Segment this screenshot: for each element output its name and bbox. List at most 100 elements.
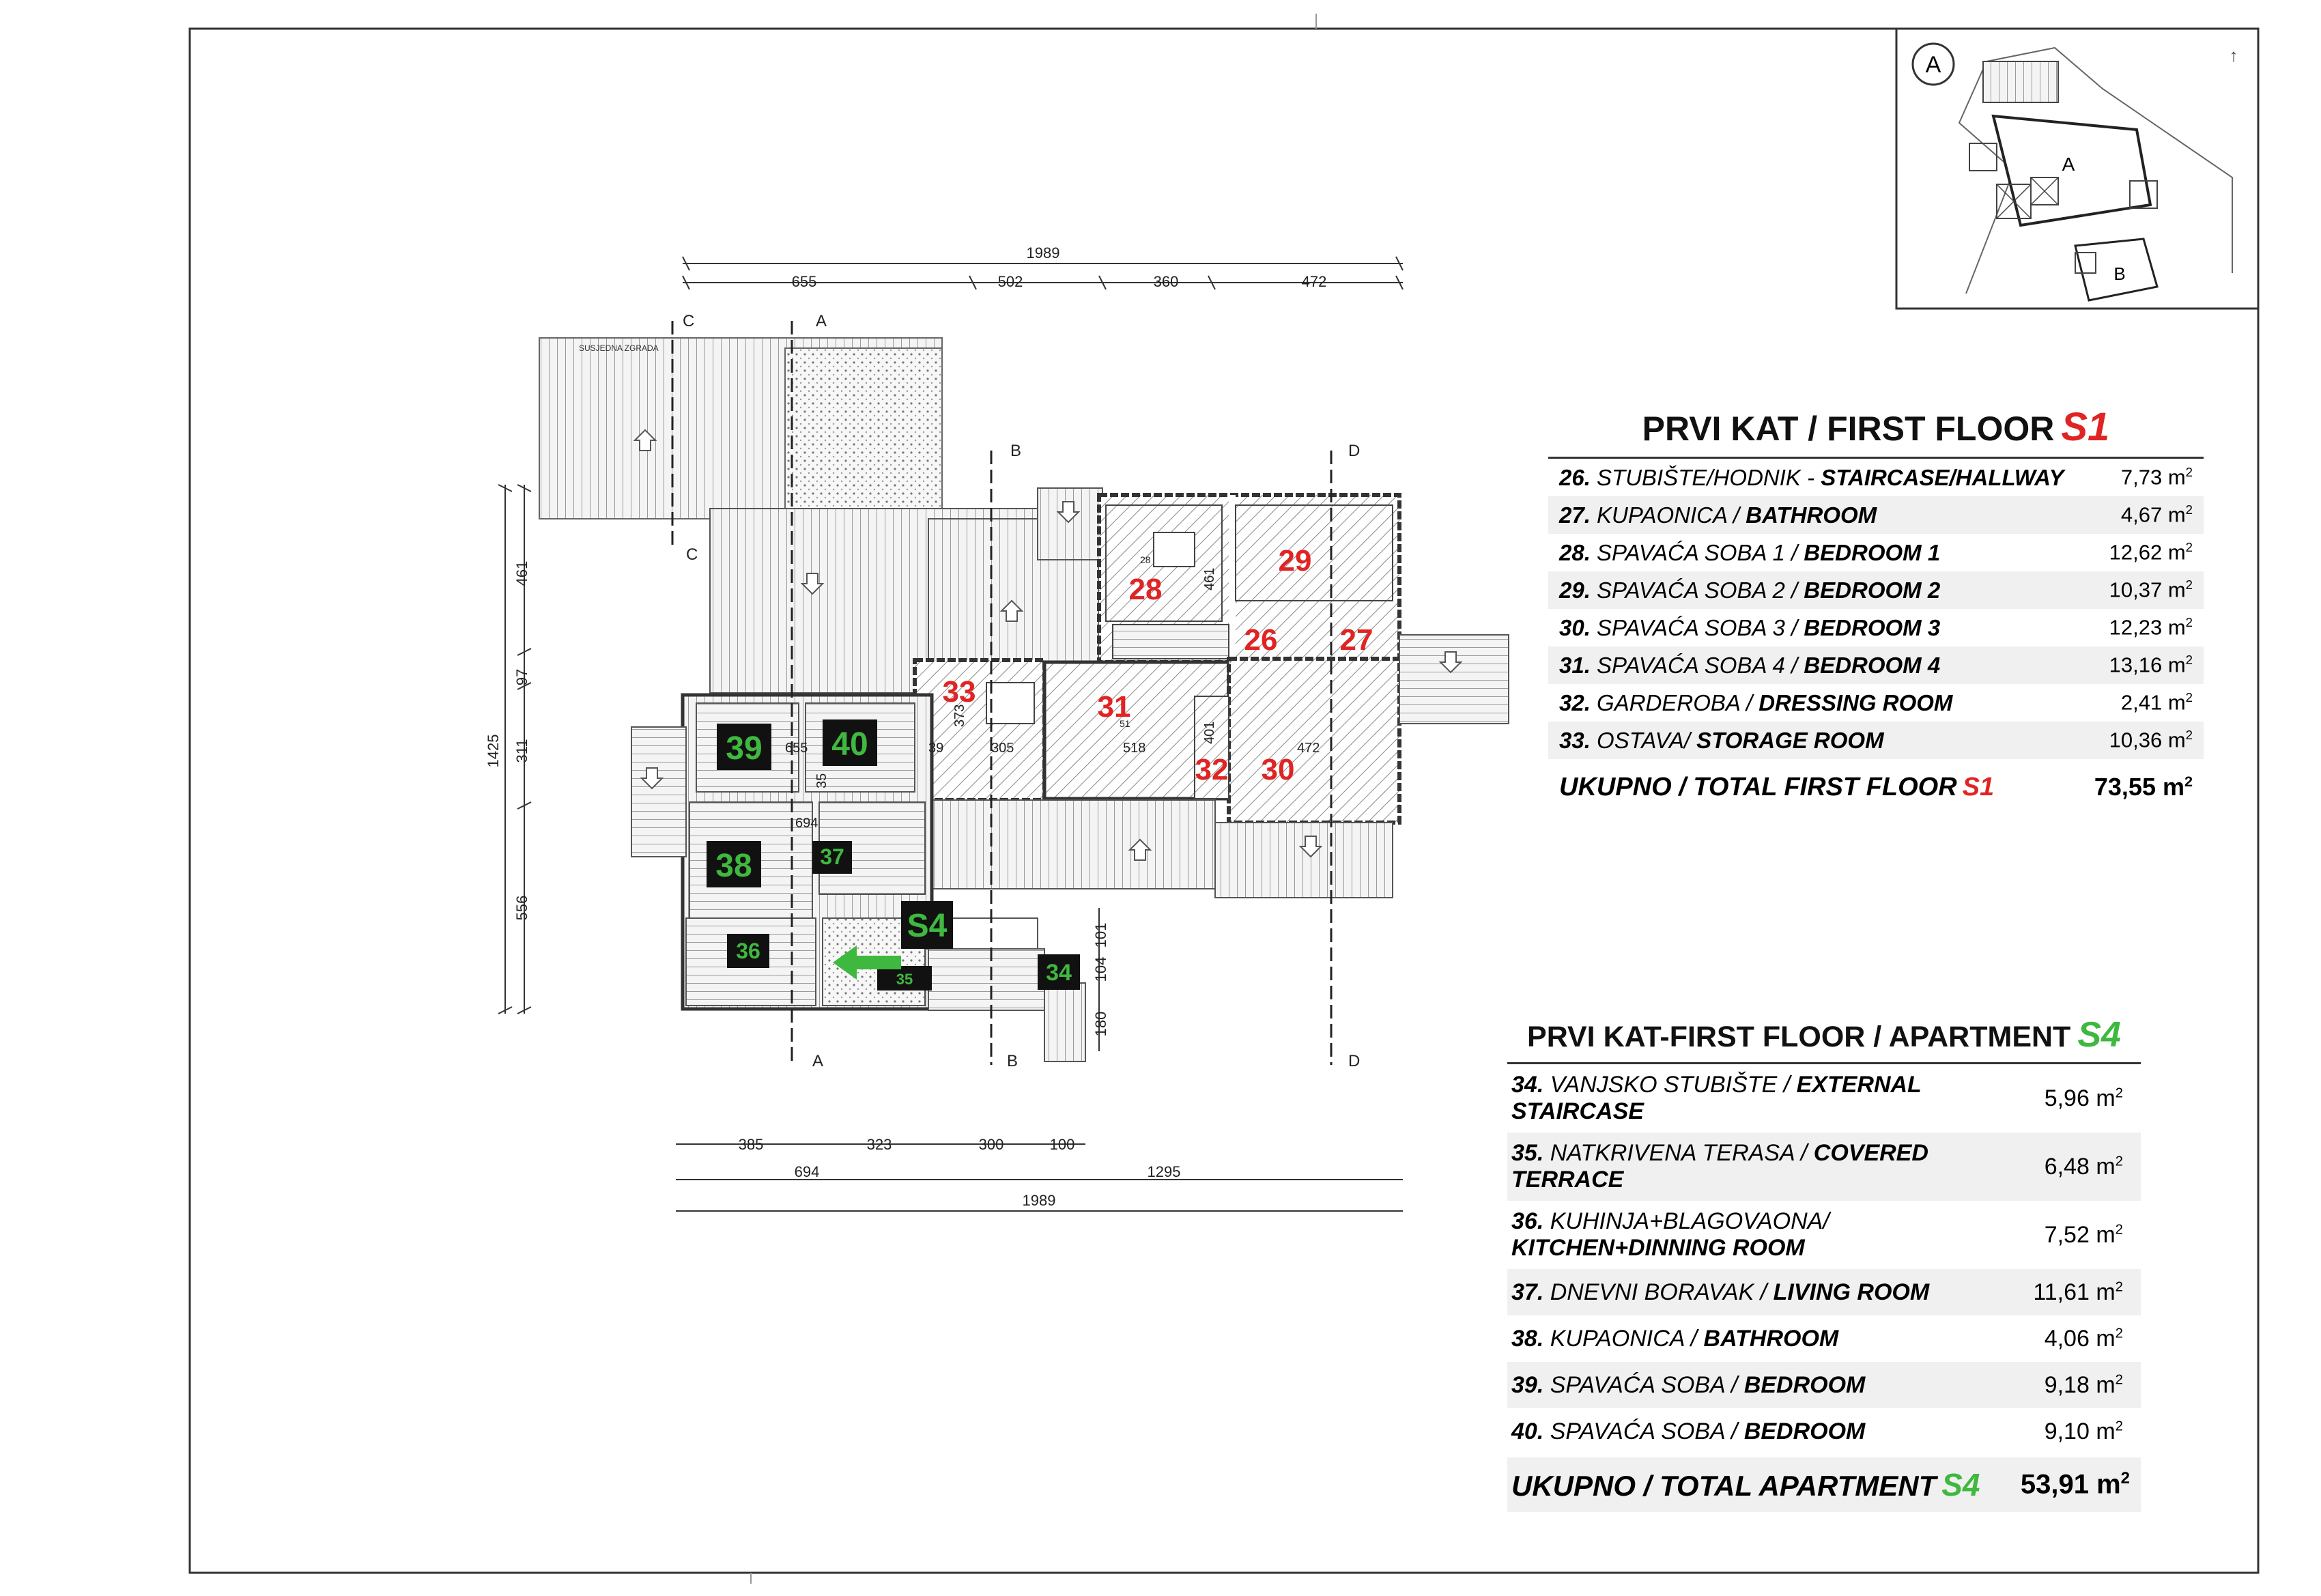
sheet-frame	[188, 14, 2260, 1584]
apartment-title-text: PRVI KAT-FIRST FLOOR / APARTMENT	[1527, 1021, 2071, 1053]
section-mark: B	[1010, 442, 1021, 460]
arrow-marks	[633, 429, 1463, 861]
room-number-28: 28	[1129, 573, 1163, 606]
building-plan: SUSJEDNA ZGRADA	[539, 337, 1509, 1062]
dim-inner: 305	[991, 741, 1014, 756]
north-arrow-icon: ↑	[2230, 45, 2238, 66]
dim-left-total: 1425	[485, 735, 502, 768]
dim-inner: 655	[785, 741, 808, 756]
dim-top-seg: 655	[792, 273, 817, 290]
key-plan: A A B ↑	[1895, 27, 2260, 310]
section-mark: D	[1348, 442, 1360, 460]
dim-inner: 694	[795, 816, 818, 831]
section-marks	[671, 321, 1333, 1065]
dim-inner: 373	[952, 704, 967, 727]
dim-left-seg: 556	[513, 896, 530, 921]
dim-inner: 51	[1120, 718, 1130, 729]
section-mark: B	[1007, 1052, 1018, 1070]
key-plan-circle-mark	[1911, 42, 1955, 86]
room-number-32: 32	[1195, 753, 1229, 786]
room-number-36: 36	[736, 939, 760, 963]
dim-top-seg: 472	[1302, 273, 1327, 290]
section-mark: D	[1348, 1052, 1360, 1070]
dimension-ticks	[498, 256, 1404, 1014]
apartment-tag: S4	[907, 908, 948, 944]
s4-room-tags: 39 40 38 37 36 35 34 S4	[707, 719, 1080, 991]
dim-right-small: 104	[1092, 957, 1109, 982]
section-mark: C	[686, 545, 698, 564]
room-number-31: 31	[1098, 690, 1131, 724]
first-floor-title-text: PRVI KAT / FIRST FLOOR	[1642, 410, 2055, 448]
dim-bottom-mid: 694	[795, 1163, 820, 1180]
apartment-code: S4	[2077, 1015, 2121, 1055]
dim-bottom-seg: 100	[1050, 1136, 1075, 1153]
entrance-arrow-icon	[833, 945, 901, 980]
dim-bottom-seg: 385	[739, 1136, 764, 1153]
key-plan-building-a: A	[2062, 154, 2075, 175]
room-number-33: 33	[943, 675, 976, 709]
dim-left-seg: 311	[513, 739, 530, 763]
section-labels: C A B D C A B D	[683, 312, 1360, 1070]
dimension-lines	[504, 263, 1403, 1212]
section-mark: A	[812, 1052, 823, 1070]
key-plan-building-b: B	[2113, 263, 2125, 284]
dim-inner: 472	[1297, 741, 1320, 756]
dimension-labels: 1989 655 502 360 472 1425 461 97 311 556…	[485, 244, 1326, 1209]
dim-top-seg: 502	[998, 273, 1023, 290]
inner-dimension-labels: 655 694 35 39 305 518 472 461 401 373 51…	[785, 554, 1320, 831]
room-number-39: 39	[726, 730, 762, 767]
table-row: 36. KUHINJA+BLAGOVAONA/ KITCHEN+DINNING …	[1511, 1208, 2123, 1261]
room-number-34: 34	[1046, 960, 1072, 986]
dim-inner: 39	[928, 741, 943, 756]
room-number-26: 26	[1244, 623, 1278, 657]
section-mark: C	[683, 312, 694, 330]
room-number-30: 30	[1262, 753, 1295, 786]
room-number-35: 35	[896, 971, 913, 988]
room-number-37: 37	[820, 844, 844, 869]
dim-inner: 518	[1123, 741, 1145, 756]
section-mark: A	[816, 312, 827, 330]
room-number-40: 40	[831, 726, 868, 763]
neighbour-label: SUSJEDNA ZGRADA	[579, 343, 659, 353]
room-number-29: 29	[1279, 544, 1312, 578]
dim-inner: 401	[1202, 722, 1217, 744]
key-plan-circle-label: A	[1926, 52, 1941, 78]
s1-room-numbers: 28 29 26 27 33 31 32 30	[943, 544, 1373, 786]
room-number-38: 38	[715, 848, 752, 884]
room-number-27: 27	[1340, 623, 1373, 657]
dim-inner: 28	[1140, 554, 1151, 565]
dim-bottom-seg: 323	[867, 1136, 892, 1153]
dim-inner: 461	[1202, 568, 1217, 590]
dim-top-seg: 360	[1154, 273, 1179, 290]
dim-top-total: 1989	[1027, 244, 1060, 261]
dim-left-seg: 461	[513, 561, 530, 586]
dim-bottom-total: 1989	[1023, 1192, 1056, 1209]
dim-bottom-seg: 300	[979, 1136, 1004, 1153]
dim-inner: 35	[814, 773, 829, 788]
dim-left-seg: 97	[513, 669, 530, 685]
dim-right-small: 180	[1092, 1012, 1109, 1037]
dim-bottom-mid: 1295	[1148, 1163, 1181, 1180]
first-floor-code: S1	[2061, 405, 2110, 449]
table-row: 34. VANJSKO STUBIŠTE / EXTERNAL STAIRCAS…	[1511, 1072, 2123, 1124]
